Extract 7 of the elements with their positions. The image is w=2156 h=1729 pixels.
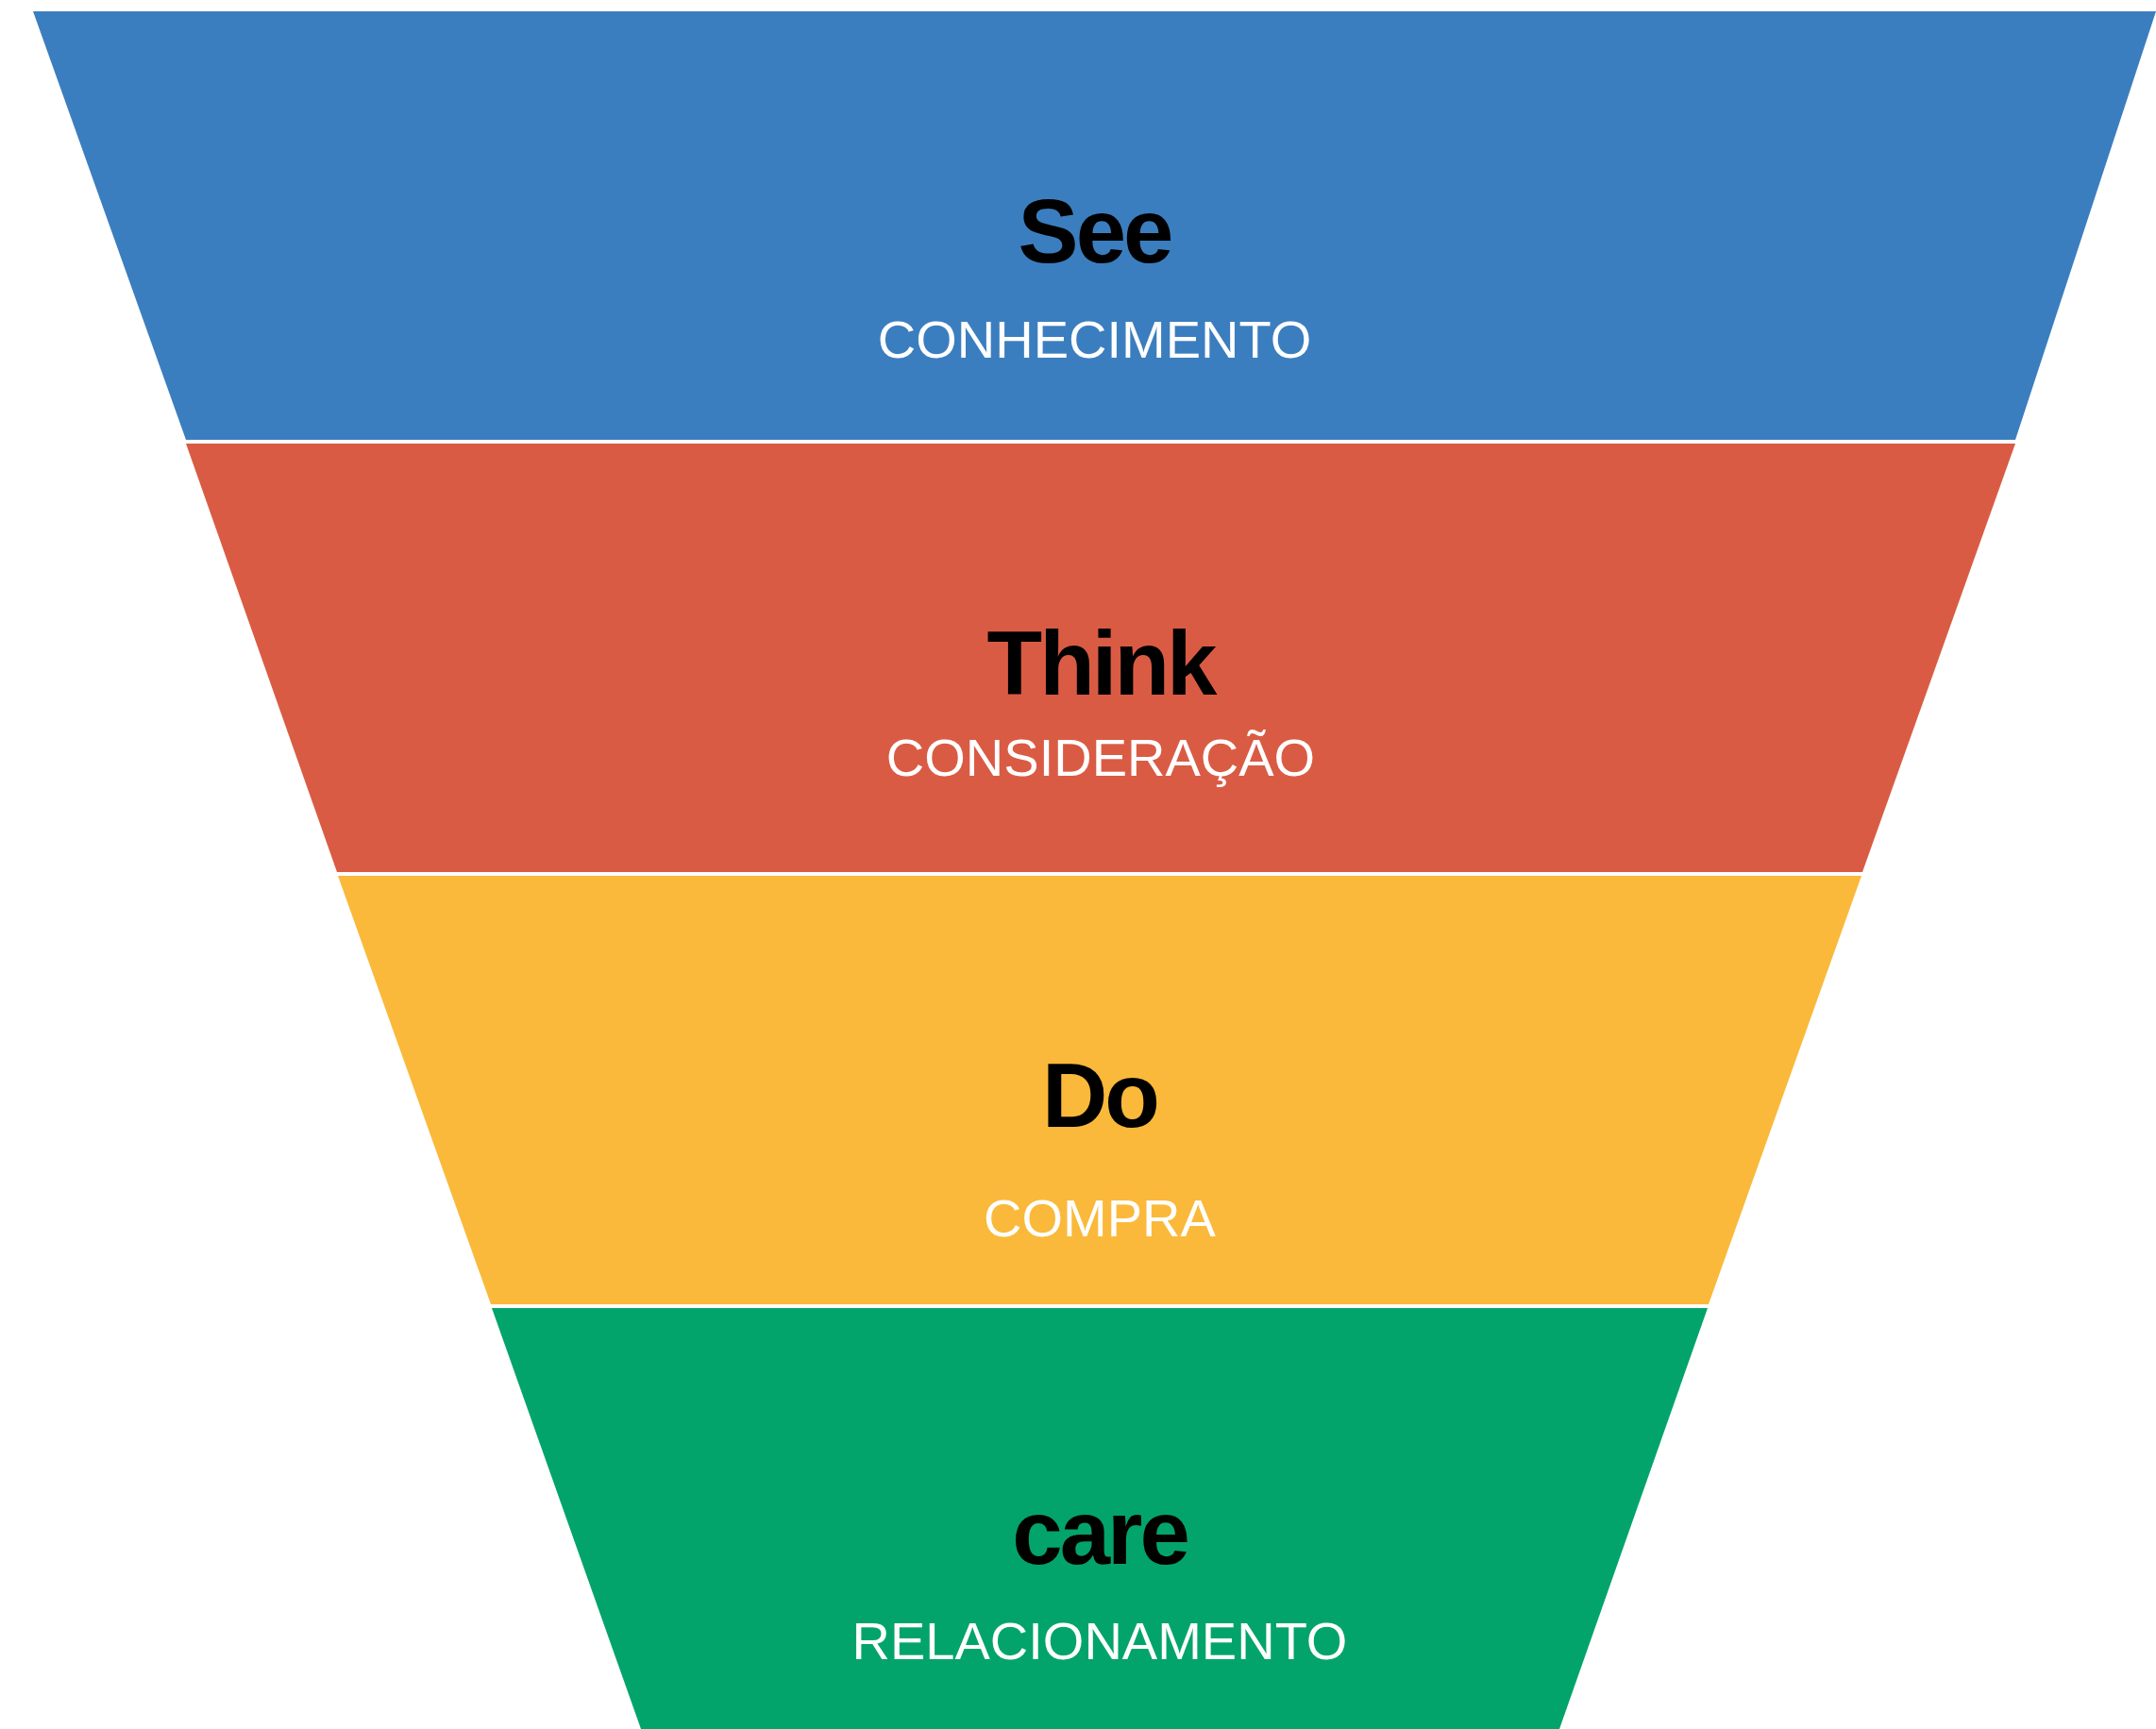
stage-title: See (1018, 186, 1171, 277)
stage-subtitle: RELACIONAMENTO (851, 1615, 1348, 1668)
stage-subtitle: CONHECIMENTO (877, 313, 1312, 366)
stage-subtitle: COMPRA (984, 1192, 1216, 1245)
stage-title: Do (1042, 1050, 1157, 1141)
stage-title: care (1012, 1487, 1187, 1578)
stage-title: Think (986, 618, 1215, 709)
